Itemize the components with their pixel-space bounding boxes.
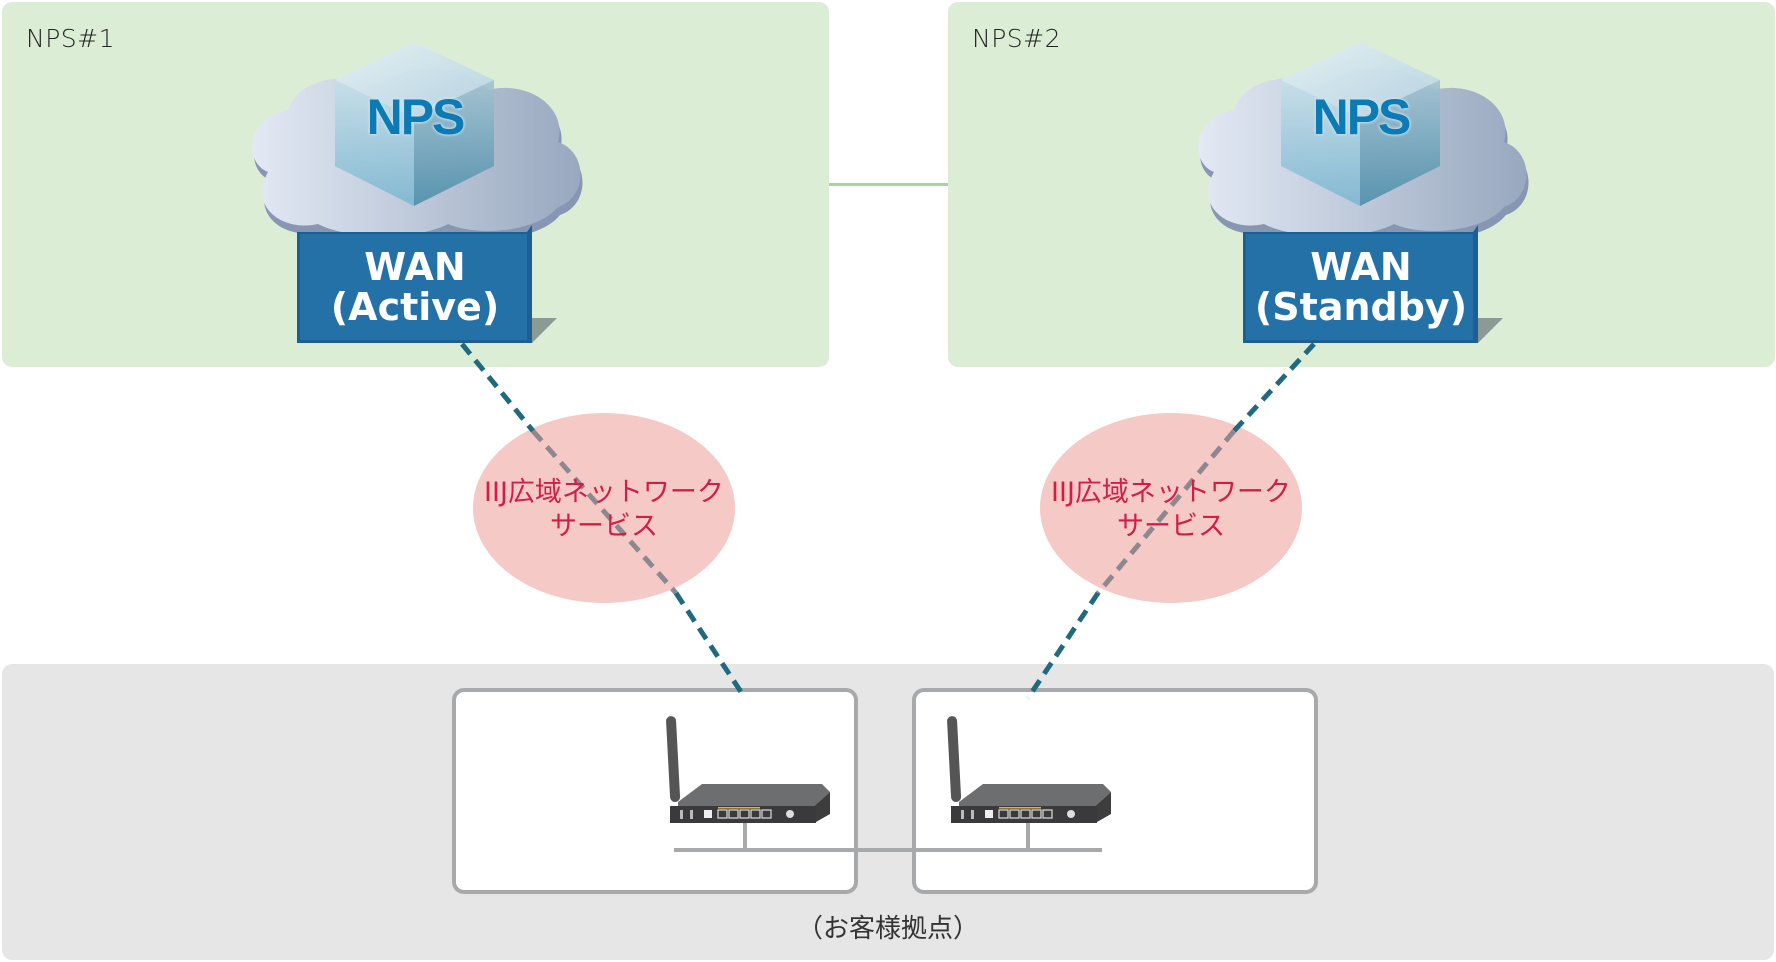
lan-segment	[674, 822, 1102, 852]
router-icon-a	[666, 716, 830, 823]
network-label-2-line2: サービス	[1117, 511, 1225, 542]
nps1-label: NPS#1	[26, 24, 115, 53]
network-label-1-line1: IIJ広域ネットワーク	[484, 477, 724, 508]
network-ellipse-1	[473, 413, 735, 603]
nps2-label: NPS#2	[972, 24, 1061, 53]
nps2-server-icon	[1198, 42, 1529, 343]
cube-icon	[1281, 42, 1440, 206]
cube-icon	[335, 42, 494, 206]
wan-active-label: WAN (Active)	[297, 247, 533, 327]
nps1-server-icon	[252, 42, 583, 343]
wan-active-line2: (Active)	[330, 285, 500, 329]
customer-site-panel	[2, 664, 1774, 960]
wan-standby-label: WAN (Standby)	[1243, 247, 1479, 327]
dashed-link-standby	[1025, 342, 1316, 700]
network-label-1: IIJ広域ネットワーク サービス	[454, 476, 754, 544]
wan-standby-line2: (Standby)	[1254, 285, 1468, 329]
nps1-server-label: NPS	[366, 89, 466, 145]
network-label-2: IIJ広域ネットワーク サービス	[1021, 476, 1321, 544]
wan-box-active	[297, 225, 557, 343]
router-icon-b	[947, 716, 1111, 823]
customer-site-caption: （お客様拠点）	[796, 914, 979, 944]
wan-box-standby	[1243, 225, 1503, 343]
nps-interconnect-line	[829, 183, 948, 186]
wan-active-line1: WAN	[364, 245, 466, 289]
network-label-2-line1: IIJ広域ネットワーク	[1051, 477, 1291, 508]
wan-standby-line1: WAN	[1310, 245, 1412, 289]
network-label-1-line2: サービス	[550, 511, 658, 542]
nps2-server-label: NPS	[1312, 89, 1412, 145]
network-ellipse-2	[1040, 413, 1302, 603]
dashed-link-active	[460, 342, 748, 700]
